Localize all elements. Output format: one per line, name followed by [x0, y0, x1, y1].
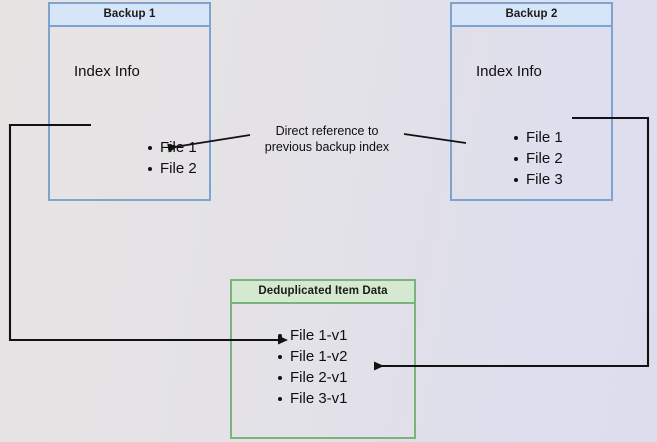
list-item[interactable]: File 1 — [514, 129, 563, 146]
deduplicated-item-data-box[interactable]: Deduplicated Item Data File 1-v1 File 1-… — [230, 279, 416, 439]
list-item[interactable]: File 1-v1 — [278, 327, 348, 344]
deduplicated-item-data-title: Deduplicated Item Data — [232, 281, 414, 304]
dedup-file-list: File 1-v1 File 1-v2 File 2-v1 File 3-v1 — [274, 325, 348, 409]
backup-2-body: Index Info File 1 File 2 File 3 — [452, 27, 611, 199]
list-item[interactable]: File 2 — [148, 160, 197, 177]
backup-1-index-label: Index Info — [74, 63, 140, 80]
direct-reference-annotation: Direct reference to previous backup inde… — [264, 124, 390, 154]
backup-1-body: Index Info File 1 File 2 — [50, 27, 209, 199]
deduplicated-item-data-body: File 1-v1 File 1-v2 File 2-v1 File 3-v1 — [232, 304, 414, 437]
backup-1-file-list: File 1 File 2 — [144, 137, 197, 179]
list-item[interactable]: File 3 — [514, 171, 563, 188]
list-item[interactable]: File 1 — [148, 139, 197, 156]
backup-2-file-list: File 1 File 2 File 3 — [510, 127, 563, 190]
backup-2-title: Backup 2 — [452, 4, 611, 27]
list-item[interactable]: File 2-v1 — [278, 369, 348, 386]
backup-1-box[interactable]: Backup 1 Index Info File 1 File 2 — [48, 2, 211, 201]
list-item[interactable]: File 1-v2 — [278, 348, 348, 365]
list-item[interactable]: File 3-v1 — [278, 390, 348, 407]
backup-1-title: Backup 1 — [50, 4, 209, 27]
backup-2-index-label: Index Info — [476, 63, 542, 80]
list-item[interactable]: File 2 — [514, 150, 563, 167]
backup-2-box[interactable]: Backup 2 Index Info File 1 File 2 File 3 — [450, 2, 613, 201]
